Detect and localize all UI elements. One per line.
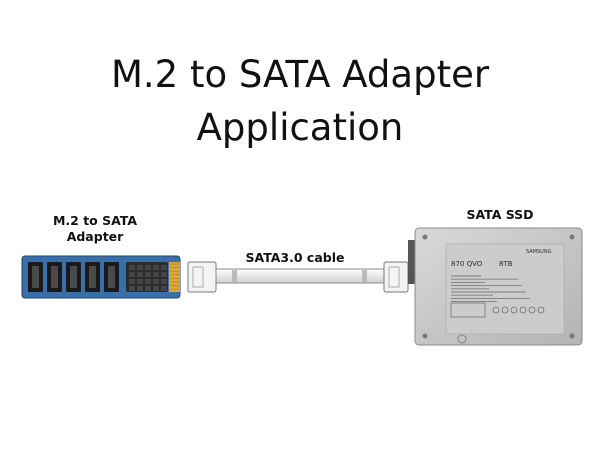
heatsink-fin xyxy=(145,272,151,277)
m2-adapter-card xyxy=(21,255,181,299)
screw-bl xyxy=(422,333,428,339)
cable-connector-left xyxy=(187,261,217,293)
heatsink-fins xyxy=(129,265,167,291)
diagram-title: M.2 to SATA Adapter Application xyxy=(0,48,600,154)
heatsink-fin xyxy=(153,279,159,284)
sata-port-slot-3 xyxy=(70,266,77,288)
regulatory-icon xyxy=(537,306,545,314)
heatsink-fin xyxy=(161,286,167,291)
adapter-label-line-2: Adapter xyxy=(66,229,124,244)
m2-gold-fingers xyxy=(169,262,180,292)
heatsink-fin xyxy=(153,272,159,277)
heatsink-fin xyxy=(145,265,151,270)
ssd-capacity-text: 8TB xyxy=(499,260,513,268)
ssd-label: SATA SSD xyxy=(466,207,534,222)
heatsink-fin xyxy=(153,286,159,291)
heatsink-fin xyxy=(129,286,135,291)
ssd-bottom-hole xyxy=(457,334,467,344)
certification-marks xyxy=(450,302,486,318)
heatsink-fin xyxy=(129,272,135,277)
regulatory-icon xyxy=(519,306,527,314)
heatsink-fin xyxy=(129,279,135,284)
screw-tr xyxy=(569,234,575,240)
heatsink-fin xyxy=(137,279,143,284)
heatsink-fin xyxy=(161,265,167,270)
cable-connector-right xyxy=(383,261,409,293)
heatsink-fin xyxy=(129,265,135,270)
gold-finger-lines xyxy=(170,263,180,290)
ssd-sata-port xyxy=(408,240,417,284)
regulatory-icon xyxy=(492,306,500,314)
heatsink-fin xyxy=(161,279,167,284)
regulatory-icon xyxy=(501,306,509,314)
sata-port-slot-4 xyxy=(89,266,96,288)
title-line-2: Application xyxy=(196,106,404,149)
cable-clip-left xyxy=(232,270,237,282)
heatsink-fin xyxy=(137,272,143,277)
title-line-1: M.2 to SATA Adapter xyxy=(110,53,490,96)
heatsink-fin xyxy=(161,272,167,277)
cable-label: SATA3.0 cable xyxy=(245,250,345,265)
ssd-brand-text: SAMSUNG xyxy=(526,249,552,255)
heatsink-fin xyxy=(137,265,143,270)
adapter-label: M.2 to SATA Adapter xyxy=(40,213,150,245)
screw-br xyxy=(569,333,575,339)
sata-ssd: 870 QVO 8TB SAMSUNG xyxy=(408,227,583,346)
sata-port-slot-1 xyxy=(32,266,39,288)
regulatory-icon xyxy=(528,306,536,314)
heatsink-fin xyxy=(153,265,159,270)
cable-clip-right xyxy=(362,270,367,282)
sata-port-slot-2 xyxy=(51,266,58,288)
heatsink-fin xyxy=(145,286,151,291)
sata-cable xyxy=(187,261,409,293)
screw-tl xyxy=(422,234,428,240)
sata-port-slot-5 xyxy=(108,266,115,288)
sata-ports xyxy=(28,262,119,292)
adapter-label-line-1: M.2 to SATA xyxy=(52,213,138,228)
ssd-model-text: 870 QVO xyxy=(451,260,483,268)
heatsink-fin xyxy=(137,286,143,291)
cable-body xyxy=(215,268,387,284)
regulatory-icon xyxy=(510,306,518,314)
heatsink-fin xyxy=(145,279,151,284)
ssd-label-fine-print xyxy=(451,275,545,314)
